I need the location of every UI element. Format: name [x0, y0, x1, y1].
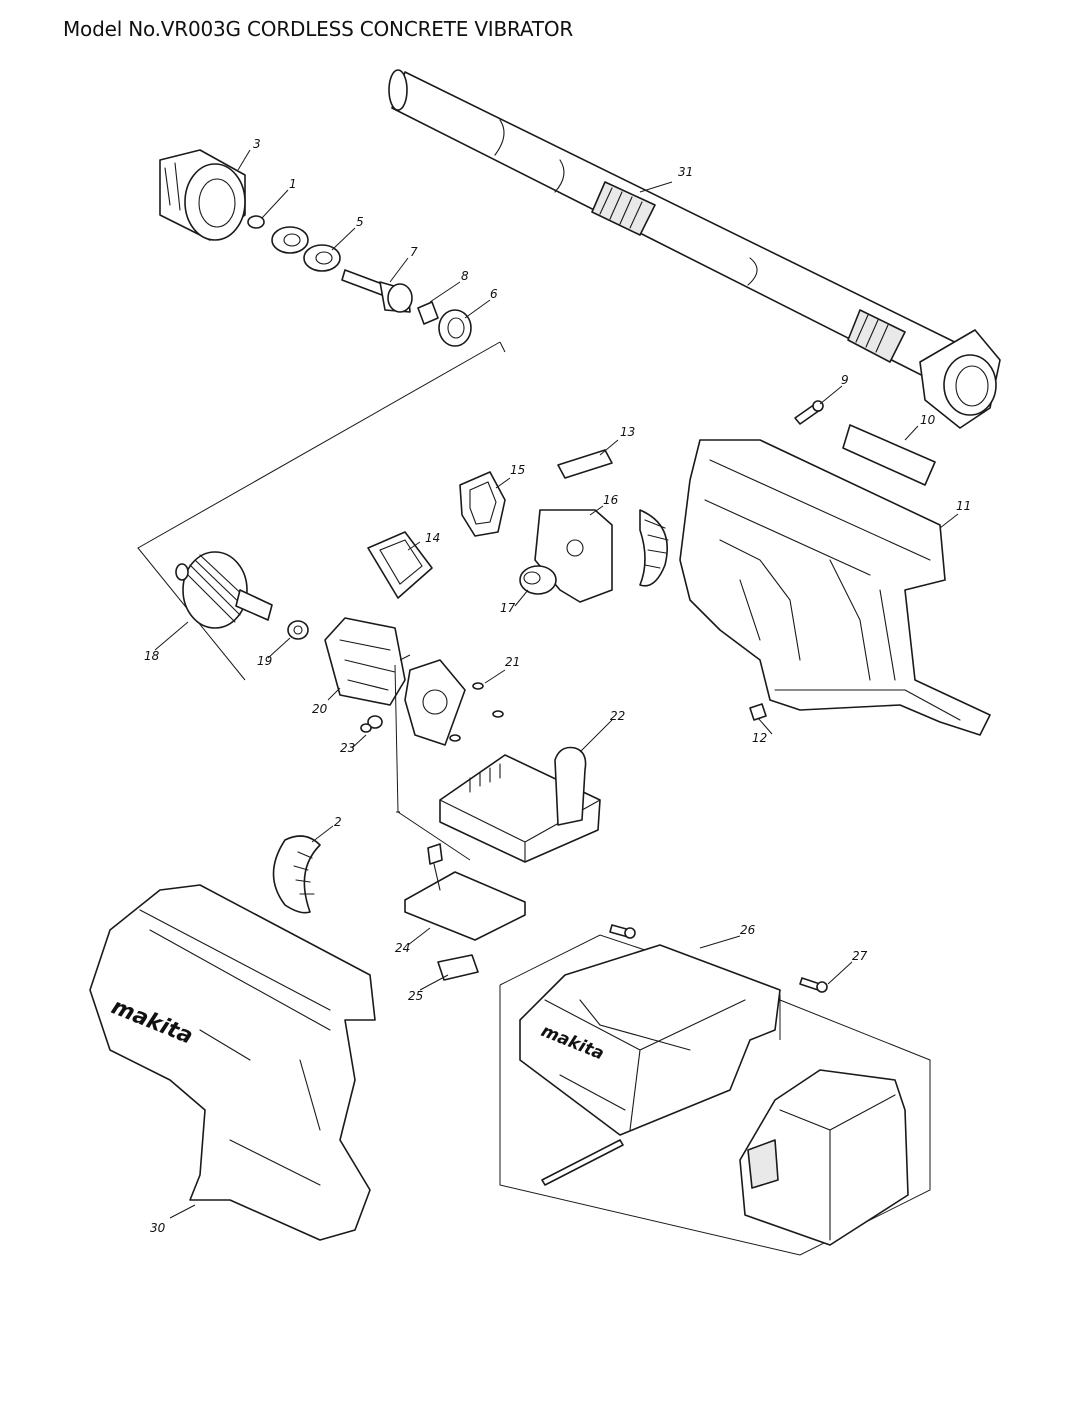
part-1-circlip[interactable]	[247, 215, 265, 229]
label-23: 23	[340, 741, 355, 755]
part-11-housing-frame[interactable]	[679, 439, 991, 736]
part-battery-pack[interactable]	[739, 1069, 909, 1246]
label-15: 15	[510, 463, 525, 477]
part-19-bearing[interactable]	[287, 620, 309, 640]
part-8-coupling[interactable]	[417, 301, 439, 325]
label-22: 22	[610, 709, 625, 723]
part-25-plate[interactable]	[437, 954, 479, 981]
label-26: 26	[740, 923, 756, 937]
label-2: 2	[334, 815, 342, 829]
part-2-grip[interactable]	[272, 835, 321, 914]
part-30-motor-housing[interactable]: makita	[89, 884, 376, 1241]
part-12-nut[interactable]	[749, 703, 767, 721]
part-brush-holder[interactable]	[639, 509, 669, 587]
part-5-ball-bearing[interactable]	[271, 226, 341, 272]
label-7: 7	[410, 245, 418, 259]
part-26-screw[interactable]	[609, 924, 636, 939]
label-10: 10	[920, 413, 936, 427]
part-15-switch-frame[interactable]	[459, 471, 506, 537]
label-25: 25	[408, 989, 423, 1003]
part-3-end-cap[interactable]	[159, 149, 246, 241]
part-9-screw[interactable]	[794, 400, 824, 425]
label-12: 12	[752, 731, 767, 745]
label-18: 18	[144, 649, 160, 663]
label-16: 16	[603, 493, 619, 507]
label-20: 20	[312, 702, 328, 716]
label-8: 8	[461, 269, 469, 283]
part-22-controller[interactable]	[439, 746, 601, 863]
part-20-stator[interactable]	[324, 617, 406, 706]
label-14: 14	[425, 531, 440, 545]
label-17: 17	[500, 601, 516, 615]
label-30: 30	[150, 1221, 166, 1235]
label-5: 5	[356, 215, 364, 229]
part-31-vibrator-shaft[interactable]	[388, 69, 1001, 429]
part-13-pad[interactable]	[557, 449, 613, 479]
part-27-screw[interactable]	[799, 977, 828, 993]
diagram-title: Model No.VR003G CORDLESS CONCRETE VIBRAT…	[63, 17, 574, 41]
part-21-screw[interactable]	[449, 682, 504, 742]
label-11: 11	[956, 499, 971, 513]
part-10-label[interactable]	[842, 424, 936, 486]
label-31: 31	[678, 165, 693, 179]
part-7-spindle[interactable]	[341, 269, 413, 313]
label-27: 27	[852, 949, 868, 963]
part-number-labels: 3 1 5 7 8 6 31 9 10 11 12 13 15 14 16 17…	[144, 137, 971, 1235]
part-6-ring[interactable]	[438, 309, 472, 347]
part-18-armature[interactable]	[175, 551, 273, 629]
part-26-battery-cover[interactable]: makita	[519, 944, 781, 1136]
part-23-screw[interactable]	[360, 715, 383, 733]
part-24-terminal[interactable]	[404, 843, 526, 941]
leader-lines	[154, 149, 959, 1219]
label-3: 3	[253, 137, 261, 151]
part-14-switch-cover[interactable]	[367, 531, 433, 599]
part-rod[interactable]	[541, 1139, 624, 1186]
part-17-knob[interactable]	[519, 565, 557, 595]
label-13: 13	[620, 425, 635, 439]
label-1: 1	[289, 177, 297, 191]
label-9: 9	[841, 373, 849, 387]
label-6: 6	[490, 287, 498, 301]
label-19: 19	[257, 654, 272, 668]
part-motor-bracket[interactable]	[404, 659, 466, 746]
label-24: 24	[395, 941, 410, 955]
label-21: 21	[505, 655, 520, 669]
